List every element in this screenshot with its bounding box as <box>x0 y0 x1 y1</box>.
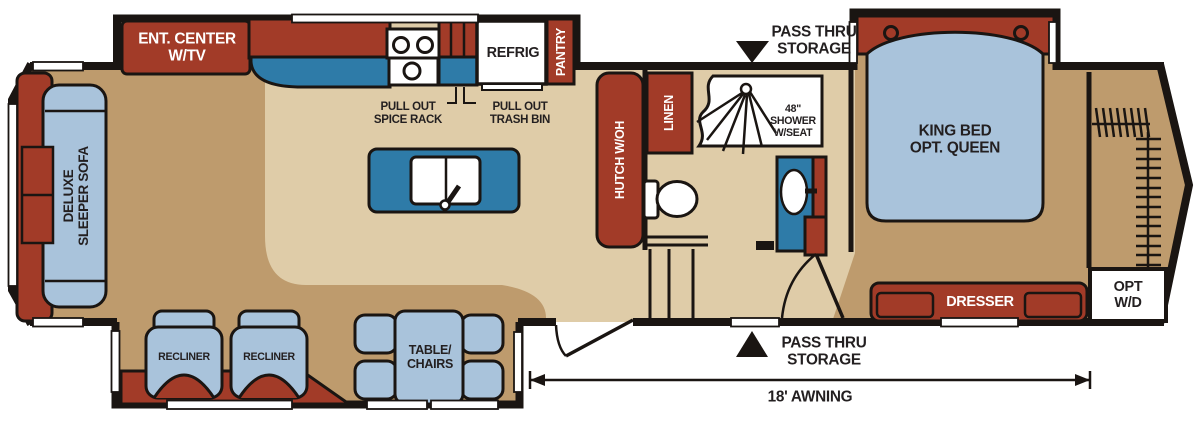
awning-arrow-left-icon <box>530 374 545 386</box>
dinette-chair <box>353 313 399 355</box>
furniture <box>15 14 1168 406</box>
refrigerator <box>475 19 548 86</box>
burner <box>392 36 410 54</box>
annotations <box>447 41 1092 389</box>
closet-hanging-rods <box>1092 107 1161 268</box>
cabinet-dividers <box>437 17 479 60</box>
refrig-label: REFRIG <box>486 43 540 61</box>
dinette-chair <box>459 359 505 401</box>
spice-rack-callout-line <box>447 87 457 104</box>
shower-head-icon <box>739 82 753 96</box>
island-faucet <box>445 184 462 204</box>
awning-dimension-line <box>528 371 1092 389</box>
dinette-chair <box>353 359 399 401</box>
kitchen-upper-cabinet <box>247 17 392 60</box>
bath-door-swing <box>780 253 817 319</box>
recliner-right-label: RECLINER <box>243 351 295 364</box>
oven-burner <box>402 61 422 81</box>
vanity-counter-side <box>811 155 828 221</box>
awning-arrow-right-icon <box>1075 374 1090 386</box>
counter-right <box>437 55 479 87</box>
shower-stall <box>696 74 824 148</box>
king-bed <box>865 30 1045 223</box>
pass-thru-bottom-arrow-icon <box>736 331 768 357</box>
dinette-label: TABLE/CHAIRS <box>406 341 454 371</box>
dinette-chair <box>459 313 505 355</box>
recliner-footrest <box>237 373 301 399</box>
reading-light <box>883 25 899 41</box>
entry-door-leaf <box>565 318 634 358</box>
linen-label: LINEN <box>660 94 676 132</box>
entry-door-swing <box>554 324 567 357</box>
pantry-label: PANTRY <box>552 27 568 77</box>
vanity-counter-end <box>803 215 828 257</box>
awning-label: 18' AWNING <box>767 388 853 406</box>
steps <box>643 235 708 318</box>
front-nose-wall <box>1156 63 1194 325</box>
bath-sink <box>779 168 809 216</box>
hutch-label: HUTCH W/OH <box>611 120 627 200</box>
recliner-footrest <box>152 373 216 399</box>
windows <box>7 13 1058 410</box>
refrigerator-shelf <box>481 83 543 91</box>
half-wall-end <box>756 241 774 250</box>
recliner-left-label: RECLINER <box>158 351 210 364</box>
bath-door-leaf <box>814 253 845 319</box>
kitchen-counter <box>249 55 392 89</box>
reading-light <box>1013 25 1029 41</box>
shower-spray <box>696 91 778 155</box>
pass-thru-top-arrow-icon <box>736 41 769 63</box>
trash-bin-callout-line <box>463 87 476 104</box>
fixtures <box>554 74 1161 358</box>
washer-dryer-box <box>1088 267 1168 323</box>
linen-cabinet <box>645 71 694 155</box>
dresser-label: DRESSER <box>946 292 1014 310</box>
toilet-bowl <box>655 180 699 218</box>
pantry-cabinet <box>545 17 576 86</box>
burner <box>416 36 434 54</box>
dinette-table <box>393 309 465 406</box>
